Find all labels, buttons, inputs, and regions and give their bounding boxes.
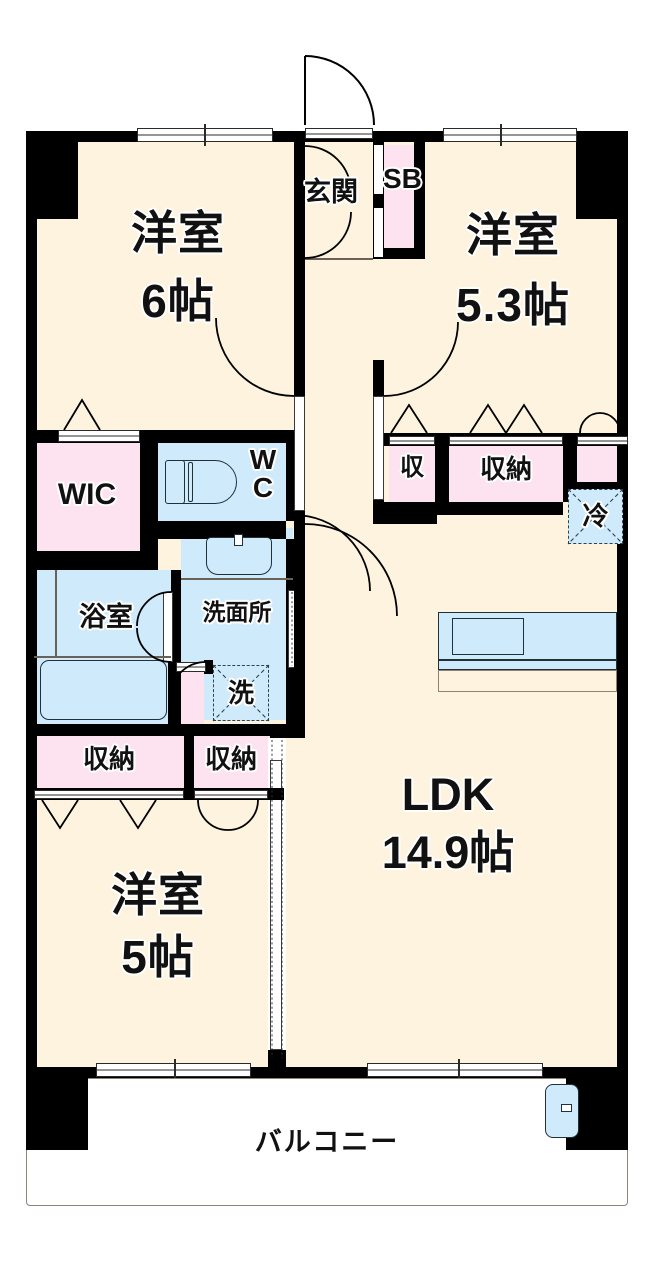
closet-sw-large (34, 736, 184, 788)
closet-ne-small-label: 収 (400, 454, 424, 481)
wall-bottom (26, 1067, 628, 1078)
wall-corridor-left-upper (294, 362, 305, 396)
kitchen-base-cabinet (438, 670, 617, 692)
door-leaf-bedroom-ne[interactable] (373, 396, 384, 500)
wall-right (617, 131, 628, 1078)
balcony-wall-left (26, 1078, 88, 1150)
wall-ldk-left-upper (294, 587, 305, 724)
toilet-tank (165, 460, 185, 504)
shoebox-hinge (373, 194, 384, 208)
shoe-box (383, 145, 414, 257)
partition-end-block (268, 1050, 286, 1067)
ldk-label: LDK (401, 769, 495, 820)
wic-label: WIC (57, 478, 117, 511)
bath-edge-line (55, 570, 57, 656)
shoe-box-label: SB (383, 163, 422, 194)
bedroom-ne-size: 5.3帖 (456, 279, 570, 331)
pillar-block-ne (576, 131, 628, 219)
window-mullion-nw (204, 124, 206, 146)
door-sill-ne-closet-small (389, 436, 435, 445)
bedroom-nw-size: 6帖 (141, 275, 215, 327)
kitchen-sink (452, 618, 524, 655)
kitchen-counter-front (438, 660, 617, 670)
closet-ne-large-label: 収納 (479, 454, 532, 484)
entry-porch (294, 56, 384, 132)
toilet-lid-line (188, 462, 193, 502)
closet-ne-large (449, 446, 563, 502)
wall-left (26, 131, 37, 1078)
wall-ldk-corner (270, 724, 305, 738)
wall-ne-corner-bottom (563, 482, 628, 493)
wall-sw-closet-divider (184, 736, 194, 800)
bedroom-sw-size: 5帖 (121, 931, 195, 983)
wall-vanity-shelf-right (204, 660, 213, 674)
wall-corridor-left-lower (294, 511, 305, 587)
washer-label: 洗 (227, 678, 254, 708)
bath-label: 浴室 (79, 602, 133, 632)
wall-genkan-left (294, 131, 305, 395)
window-mullion-ne (500, 124, 502, 146)
washbasin-counter (181, 578, 293, 580)
door-sill-wic (58, 430, 140, 442)
void-top-left (0, 0, 26, 1280)
window-mullion-sw-bottom (174, 1059, 176, 1081)
door-leaf-bedroom-nw[interactable] (294, 396, 305, 511)
window-ldk-bottom (367, 1063, 543, 1077)
washbasin-tap (234, 534, 243, 546)
wall-wc-right (286, 443, 294, 521)
wc-label: W C (249, 444, 277, 503)
balcony-label: バルコニー (254, 1127, 400, 1157)
genkan-step-line (305, 258, 373, 260)
wall-bath-right (171, 570, 181, 724)
door-sill-sw-closet-large (34, 790, 184, 799)
wall-shoebox-right (414, 131, 425, 259)
wall-bath-bottom (26, 724, 294, 736)
vanity-label: 洗面所 (202, 599, 272, 625)
door-sill-vanity-shelf (176, 662, 206, 672)
wall-wic-bottom (26, 551, 158, 570)
wall-vanity-top (158, 521, 181, 539)
door-sill-ne-corner (577, 436, 628, 445)
bedroom-nw-label: 洋室 (131, 207, 225, 259)
door-sill-ne-closet-large (449, 436, 563, 445)
closet-sw-large-label: 収納 (82, 744, 135, 774)
pillar-block-nw (26, 131, 78, 219)
window-bedroom-sw-bottom (96, 1063, 251, 1077)
fridge-label: 冷 (582, 501, 609, 531)
wall-ne-closet-divider (435, 433, 449, 502)
ldk-size: 14.9帖 (381, 827, 515, 878)
closet-ne-small (389, 446, 435, 502)
bath-floor-line (34, 656, 171, 658)
window-mullion-ldk-bottom (458, 1059, 460, 1081)
wall-ne-closet-bottom (384, 502, 563, 515)
room-wic (34, 443, 140, 551)
closet-sw-small-label: 収納 (204, 744, 257, 774)
wall-corridor-right-upper (373, 360, 384, 396)
bedroom-ne-label: 洋室 (466, 209, 560, 261)
entrance-door-sill (305, 128, 373, 139)
window-bedroom-ne (443, 128, 577, 142)
wall-shoebox-bottom (373, 248, 425, 259)
bedroom-sw-label: 洋室 (111, 869, 205, 921)
partition-leaf-sw[interactable] (270, 760, 282, 1050)
bathtub (40, 660, 167, 720)
genkan-label: 玄関 (304, 177, 358, 207)
closet-sw-small (194, 736, 270, 788)
balcony-area (26, 1078, 628, 1206)
balcony-sink-drain (561, 1104, 572, 1112)
void-right (628, 0, 654, 1280)
door-sill-sw-closet-small (194, 790, 268, 799)
